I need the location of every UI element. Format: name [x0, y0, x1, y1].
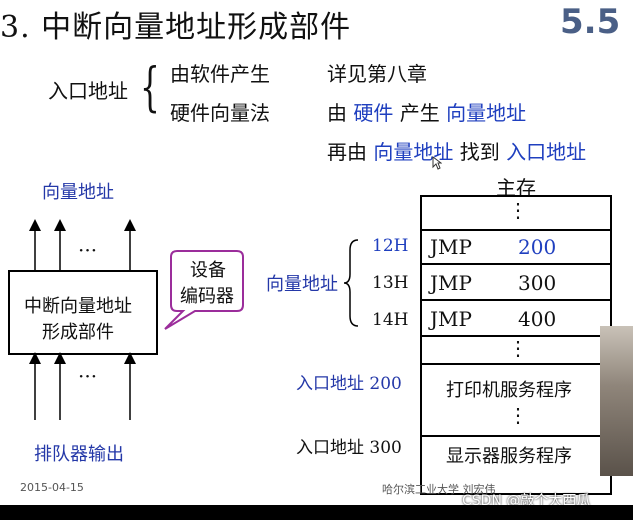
entry-brace: {: [140, 58, 160, 118]
hw-p1: 由: [327, 101, 347, 125]
memory-vector-label: 向量地址: [266, 274, 338, 295]
slide-title: 3. 中断向量地址形成部件: [0, 10, 352, 45]
memory-dots-3: ⋮: [508, 403, 528, 427]
row0-op: JMP: [430, 235, 472, 259]
software-line: 由软件产生: [170, 62, 270, 86]
row2-op: JMP: [430, 307, 472, 331]
box-line1: 中断向量地址: [24, 296, 132, 317]
entry-200-text: 入口地址: [296, 374, 364, 394]
callout-line1: 设备: [190, 260, 226, 281]
row1-addr: 13H: [372, 273, 409, 293]
entry-address-label: 入口地址: [48, 79, 128, 103]
cursor-icon: [432, 156, 442, 170]
vd-p1: 再由: [327, 140, 367, 164]
entry-200-label: 入口地址 200: [296, 369, 402, 394]
section-number: 5.5: [560, 2, 621, 42]
hw-p4: 向量地址: [446, 101, 527, 125]
memory-dots-2: ⋮: [508, 336, 528, 360]
row1-val: 300: [518, 271, 557, 295]
memory-row-14h: [420, 299, 612, 337]
hw-p2: 硬件: [353, 101, 394, 125]
row2-addr: 14H: [372, 310, 409, 330]
hardware-line: 硬件向量法: [170, 101, 270, 125]
left-vector-address-label: 向量地址: [42, 182, 114, 203]
top-dots: ···: [78, 238, 98, 262]
hw-p3: 产生: [399, 101, 440, 125]
queue-output-label: 排队器输出: [34, 444, 124, 465]
bottom-dots: ···: [78, 364, 98, 388]
vd-p3: 找到: [459, 140, 500, 164]
entry-300-label: 入口地址 300: [296, 433, 402, 458]
vd-p2: 向量地址: [373, 140, 454, 164]
memory-row-13h: [420, 263, 612, 301]
row0-addr: 12H: [372, 236, 409, 256]
row0-val: 200: [518, 235, 557, 259]
hardware-detail: 由 硬件 产生 向量地址: [327, 97, 526, 126]
entry-300-text: 入口地址: [296, 438, 364, 458]
callout-shape: [164, 250, 244, 330]
entry-300-addr: 300: [369, 438, 402, 458]
footer-author: 哈尔滨工业大学 刘宏伟: [382, 483, 496, 496]
memory-cell-dots-top: [420, 195, 612, 231]
printer-service-text: 打印机服务程序: [446, 380, 572, 401]
entry-200-addr: 200: [369, 374, 402, 394]
row1-op: JMP: [430, 271, 472, 295]
footer-date: 2015-04-15: [20, 481, 84, 494]
row2-val: 400: [518, 307, 557, 331]
software-detail: 详见第八章: [327, 62, 427, 86]
vd-p4: 入口地址: [506, 140, 587, 164]
box-line2: 形成部件: [42, 322, 114, 343]
bottom-bar: [0, 505, 633, 520]
vector-brace-shape: [343, 239, 359, 327]
presenter-video-thumbnail: [600, 326, 633, 476]
printer-service-block: [420, 363, 612, 437]
callout-line2: 编码器: [180, 286, 234, 307]
vector-generator-box: [8, 270, 158, 355]
display-service-block: [420, 435, 612, 495]
memory-dots-1: ⋮: [508, 198, 528, 222]
display-service-text: 显示器服务程序: [446, 446, 572, 467]
left-diagram-arrows: [29, 219, 136, 420]
vector-detail: 再由 向量地址 找到 入口地址: [327, 136, 586, 165]
